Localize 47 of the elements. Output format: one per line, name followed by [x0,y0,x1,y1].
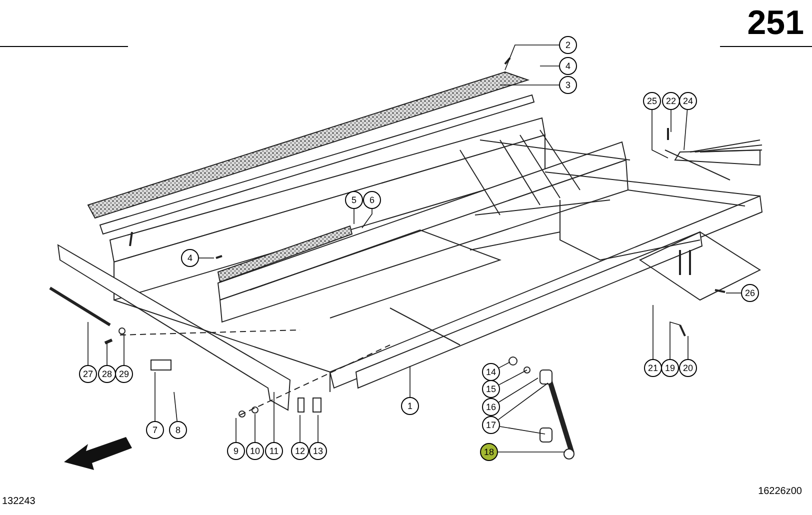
leader-line [500,84,560,86]
leader-line [670,110,672,132]
callout-number: 16 [482,398,500,416]
leader-line [670,321,680,360]
leader-line [726,292,742,294]
callout-number: 29 [115,365,133,383]
callout-number: 7 [146,421,164,439]
callout-number: 13 [309,442,327,460]
reference-code: 16226z00 [758,485,802,499]
leader-line [498,362,510,368]
callout-number: 4 [559,57,577,75]
leader-line [652,110,668,158]
callout-number: 26 [741,284,759,302]
callout-number: 22 [662,92,680,110]
callout-number: 9 [227,442,245,460]
leader-line [154,372,156,422]
leader-line [106,342,108,366]
callout-number: 19 [661,359,679,377]
leader-line [498,382,548,420]
reference-code: 132243 [2,495,36,509]
callout-number: 11 [265,442,283,460]
callout-number: 2 [559,36,577,54]
callout-number: 15 [482,380,500,398]
callout-number: 1 [401,397,419,415]
callout-number: 21 [644,359,662,377]
callout-number: 12 [291,442,309,460]
leader-line [362,208,372,228]
callout-number: 8 [169,421,187,439]
leader-line [498,370,528,386]
leader-line [684,110,688,150]
callout-number: 27 [79,365,97,383]
leader-line [254,414,256,442]
callout-number: 10 [246,442,264,460]
leader-line [504,44,560,70]
page-number: 251 [747,6,804,40]
callout-number: 24 [679,92,697,110]
callout-number: 20 [679,359,697,377]
callout-number: 14 [482,363,500,381]
leader-line [499,426,546,434]
callout-number: 3 [559,76,577,94]
callout-number: 17 [482,416,500,434]
leader-line [498,378,538,403]
callout-number: 25 [643,92,661,110]
leader-line [174,392,178,422]
callout-number: 28 [98,365,116,383]
callout-number: 18 [480,443,498,461]
leader-line [652,304,654,360]
